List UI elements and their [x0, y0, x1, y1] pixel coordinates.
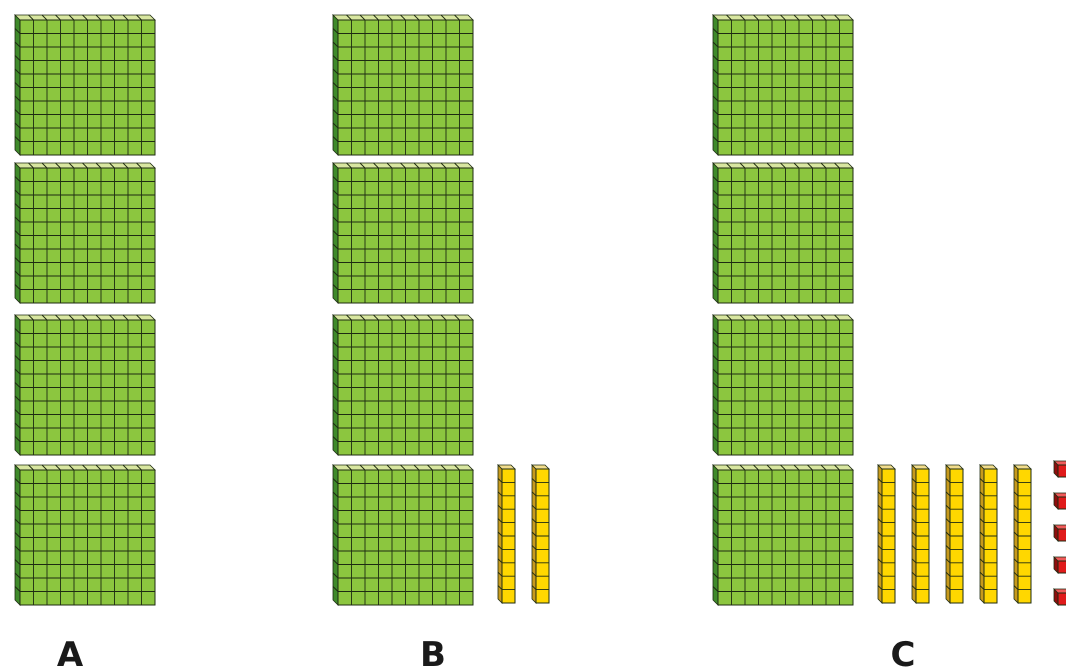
- group-c-unit-cube: [1054, 493, 1066, 509]
- group-c-ten-rod: [912, 465, 929, 603]
- group-a-hundred-flat: [15, 15, 155, 155]
- group-c-label: C: [891, 635, 916, 671]
- group-b-hundred-flat: [333, 15, 473, 155]
- group-b-hundred-flat: [333, 315, 473, 455]
- group-c-hundred-flat: [713, 315, 853, 455]
- group-c-blocks: [713, 15, 1066, 605]
- group-c-unit-cube: [1054, 525, 1066, 541]
- blocks-layer: [15, 15, 1066, 605]
- group-c-unit-cube: [1054, 589, 1066, 605]
- group-a-hundred-flat: [15, 163, 155, 303]
- group-b-hundred-flat: [333, 465, 473, 605]
- group-c-hundred-flat: [713, 15, 853, 155]
- group-b-ten-rod: [498, 465, 515, 603]
- group-b-hundred-flat: [333, 163, 473, 303]
- group-c-unit-cube: [1054, 557, 1066, 573]
- group-a-label: A: [57, 635, 84, 671]
- group-b-blocks: [333, 15, 549, 605]
- group-c-ten-rod: [980, 465, 997, 603]
- group-a-hundred-flat: [15, 315, 155, 455]
- group-c-hundred-flat: [713, 163, 853, 303]
- group-c-ten-rod: [878, 465, 895, 603]
- group-b-ten-rod: [532, 465, 549, 603]
- group-c-unit-cube: [1054, 461, 1066, 477]
- group-a-hundred-flat: [15, 465, 155, 605]
- group-b-label: B: [420, 635, 446, 671]
- group-c-hundred-flat: [713, 465, 853, 605]
- group-c-ten-rod: [1014, 465, 1031, 603]
- group-c-ten-rod: [946, 465, 963, 603]
- group-a-blocks: [15, 15, 155, 605]
